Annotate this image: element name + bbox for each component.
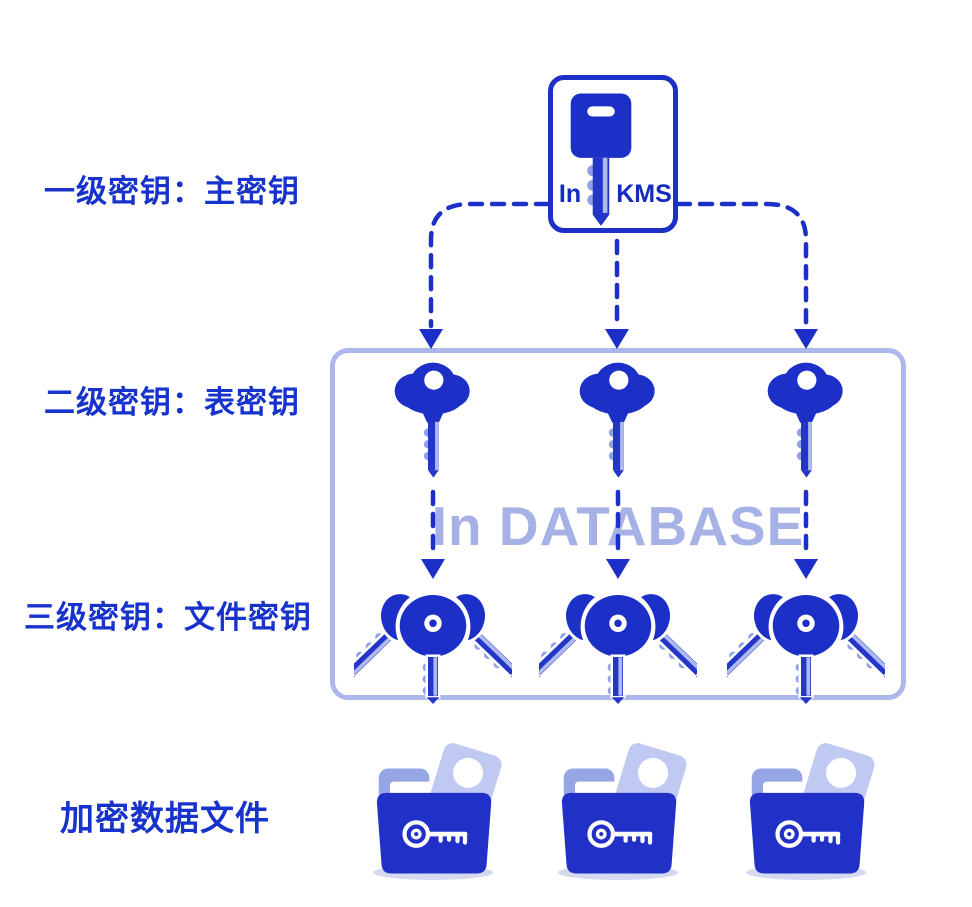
kms-box-kms-text: KMS — [616, 180, 672, 208]
table-key-icon — [387, 356, 479, 481]
arrow-kms-to-tablekey-right — [675, 201, 809, 329]
kms-box-in-text: In — [558, 180, 582, 208]
database-watermark: In DATABASE — [431, 495, 805, 557]
master-key-icon — [555, 88, 647, 235]
arrow-kms-to-tablekey-left — [428, 201, 551, 329]
file-keys-bundle-icon — [539, 584, 697, 705]
arrowhead-icon — [794, 329, 818, 349]
file-keys-bundle-icon — [727, 584, 885, 705]
label-encrypted-data-files: 加密数据文件 — [60, 800, 270, 838]
label-level2-table-key: 二级密钥：表密钥 — [44, 385, 300, 420]
encrypted-folder-icon — [360, 742, 510, 883]
label-level3-file-key: 三级密钥：文件密钥 — [24, 600, 312, 635]
encrypted-folder-icon — [545, 742, 695, 883]
arrowhead-icon — [605, 329, 629, 349]
table-key-icon — [572, 356, 664, 481]
arrowhead-icon — [419, 329, 443, 349]
label-level1-master-key: 一级密钥：主密钥 — [44, 174, 300, 209]
table-key-icon — [760, 356, 852, 481]
file-keys-bundle-icon — [354, 584, 512, 705]
encrypted-folder-icon — [733, 742, 883, 883]
